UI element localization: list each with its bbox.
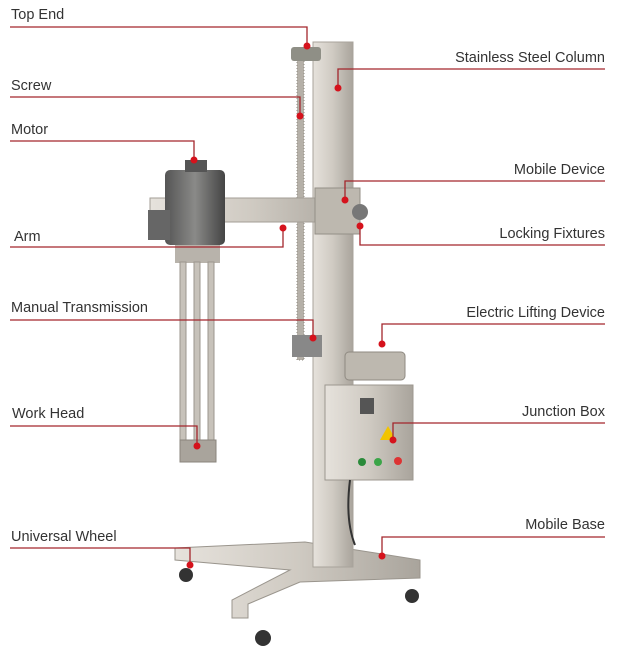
leader-line	[10, 425, 198, 446]
leader-line	[10, 26, 308, 46]
leader-line	[392, 422, 605, 440]
marker-dot	[279, 224, 287, 232]
marker-dot	[193, 442, 201, 450]
work-head	[179, 439, 217, 463]
marker-dot	[334, 84, 342, 92]
label-top-end: Top End	[11, 7, 65, 23]
leader-line	[381, 536, 605, 556]
marker-dot	[389, 436, 397, 444]
wheel	[179, 568, 193, 582]
marker-dot	[303, 42, 311, 50]
marker-dot	[378, 340, 386, 348]
wheel	[255, 630, 271, 646]
marker-dot	[186, 561, 194, 569]
marker-dot	[378, 552, 386, 560]
label-electric-lifting-device: Electric Lifting Device	[466, 305, 605, 321]
label-junction-box: Junction Box	[521, 404, 605, 420]
leader-line	[344, 180, 605, 200]
mobile-base	[174, 541, 421, 619]
leader-line	[381, 323, 605, 344]
work-head-shaft	[179, 261, 187, 453]
stainless-steel-column	[312, 41, 354, 568]
motor	[165, 170, 225, 245]
leader-line	[359, 226, 605, 246]
marker-dot	[341, 196, 349, 204]
leader-line	[10, 140, 195, 160]
label-arm: Arm	[14, 229, 41, 245]
top-end	[291, 47, 321, 61]
label-manual-transmission: Manual Transmission	[11, 300, 148, 316]
locking-fixture	[352, 204, 368, 220]
marker-dot	[296, 112, 304, 120]
leader-line	[10, 319, 314, 338]
label-stainless-steel-column: Stainless Steel Column	[455, 50, 605, 66]
marker-dot	[356, 222, 364, 230]
label-screw: Screw	[11, 78, 52, 94]
leader-line	[10, 96, 301, 116]
marker-dot	[309, 334, 317, 342]
label-mobile-base: Mobile Base	[525, 517, 605, 533]
leader-line	[337, 68, 605, 88]
leader-line	[10, 547, 191, 565]
label-mobile-device: Mobile Device	[513, 162, 605, 178]
wheel	[405, 589, 419, 603]
label-work-head: Work Head	[12, 406, 85, 422]
manual-transmission	[292, 335, 322, 357]
leader-line	[10, 228, 284, 248]
label-universal-wheel: Universal Wheel	[11, 529, 117, 545]
label-locking-fixtures: Locking Fixtures	[499, 226, 605, 242]
label-motor: Motor	[11, 122, 49, 138]
marker-dot	[190, 156, 198, 164]
electric-lifting-device	[344, 351, 406, 381]
